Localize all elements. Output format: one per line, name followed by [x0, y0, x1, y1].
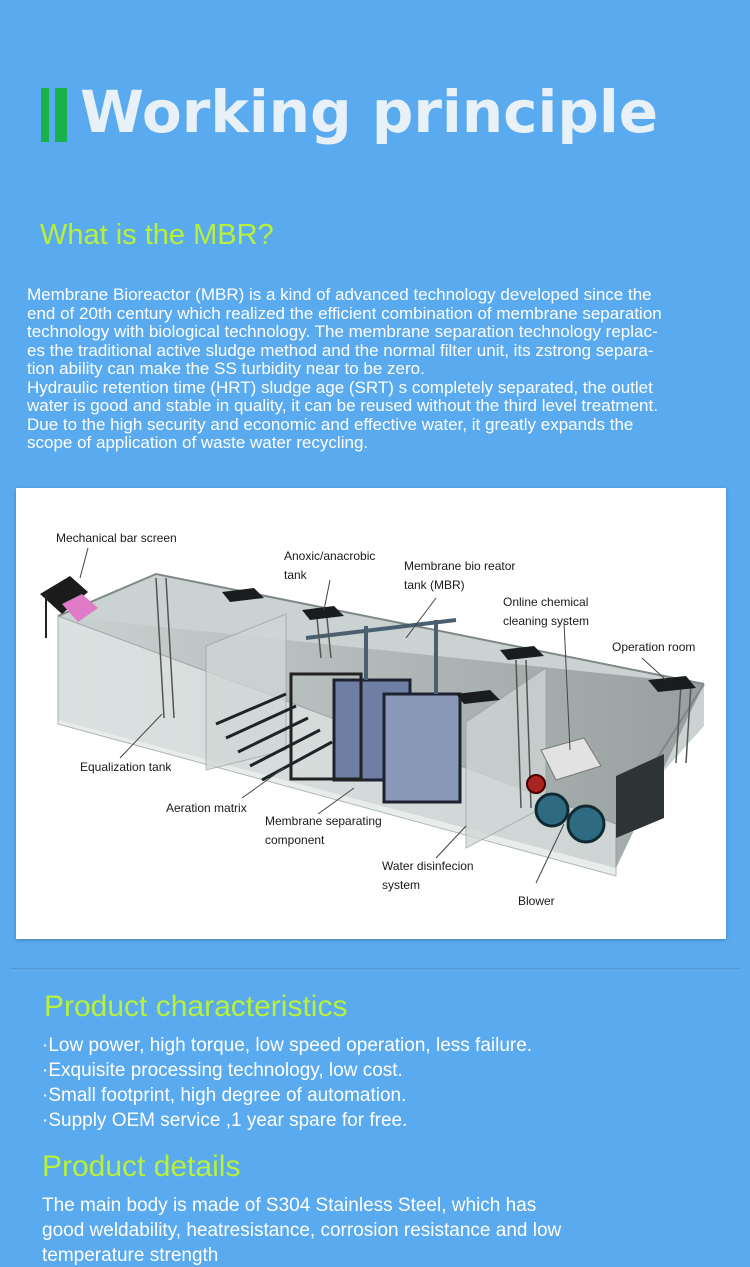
tank-covers: [222, 588, 696, 704]
page-title: Working principle: [80, 78, 659, 146]
mbr-system-diagram: Mechanical bar screen Anoxic/anacrobic t…: [16, 488, 726, 939]
access-ladders: [155, 577, 692, 809]
partition-wall-1: [205, 613, 287, 771]
label-aeration-matrix: Aeration matrix: [166, 801, 247, 815]
mbr-description: Membrane Bioreactor (MBR) is a kind of a…: [27, 285, 662, 452]
list-item: ·Supply OEM service ,1 year spare for fr…: [42, 1110, 408, 1131]
list-item: ·Exquisite processing technology, low co…: [42, 1060, 403, 1081]
product-characteristics-heading: Product characteristics: [44, 990, 348, 1023]
label-anoxic-tank: Anoxic/anacrobic tank: [284, 549, 376, 582]
membrane-modules: [289, 618, 462, 804]
bar-screen-machine: [40, 576, 98, 638]
label-blower: Blower: [518, 894, 555, 908]
label-online-chemical-cleaning: Online chemical cleaning system: [503, 595, 590, 628]
product-details-heading: Product details: [42, 1150, 241, 1183]
list-item: ·Low power, high torque, low speed opera…: [42, 1035, 533, 1056]
label-leader-lines: [79, 547, 667, 884]
product-characteristics-list: ·Low power, high torque, low speed opera…: [42, 1033, 742, 1133]
section-divider: [10, 968, 740, 971]
mbr-heading: What is the MBR?: [40, 219, 274, 251]
label-mechanical-bar-screen: Mechanical bar screen: [56, 531, 177, 545]
aeration-pipes: [215, 692, 333, 782]
mbr-plant-illustration: [40, 547, 705, 884]
title-accent-bar-thin: [41, 88, 49, 142]
label-water-disinfection: Water disinfecion system: [382, 859, 474, 892]
label-mbr-tank: Membrane bio reator tank (MBR): [404, 559, 516, 592]
blower-units: [526, 774, 606, 844]
operation-room: [616, 754, 664, 838]
product-details-text: The main body is made of S304 Stainless …: [42, 1195, 562, 1266]
label-operation-room: Operation room: [612, 640, 696, 654]
list-item: ·Small footprint, high degree of automat…: [42, 1085, 407, 1106]
label-membrane-separating-component: Membrane separating component: [265, 814, 382, 847]
label-equalization-tank: Equalization tank: [80, 760, 172, 774]
title-accent-bar-thick: [55, 88, 67, 142]
